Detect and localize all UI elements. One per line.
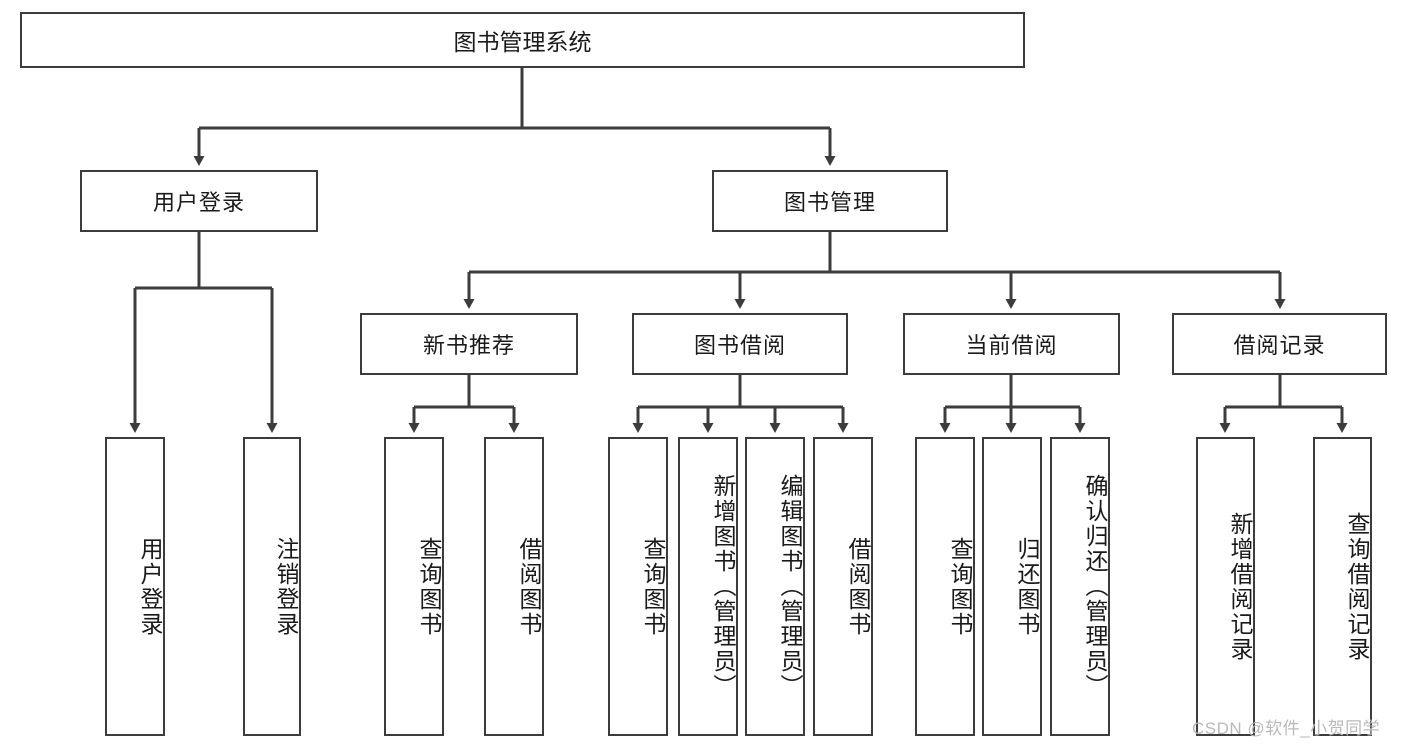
node-label: 新书推荐 xyxy=(422,333,515,358)
leaf-borrow-query-book[interactable]: 查询图书 xyxy=(608,437,668,736)
node-label: 注销登录 xyxy=(273,536,299,637)
csdn-watermark: CSDN @软件_小贺同学 xyxy=(1192,719,1381,738)
leaf-user-login-logout[interactable]: 注销登录 xyxy=(243,437,301,736)
node-label: 当前借阅 xyxy=(965,333,1058,358)
node-label: 编辑图书（管理员） xyxy=(777,474,803,699)
node-label: 查询图书 xyxy=(416,536,442,637)
node-label: 用户登录 xyxy=(152,190,245,215)
node-label: 图书借阅 xyxy=(693,333,786,358)
node-label: 借阅图书 xyxy=(845,536,871,637)
node-label: 图书管理 xyxy=(783,190,876,215)
leaf-borrow-add-book-admin[interactable]: 新增图书（管理员） xyxy=(678,437,738,736)
node-label: 新增借阅记录 xyxy=(1227,511,1253,662)
leaf-record-add-record[interactable]: 新增借阅记录 xyxy=(1196,437,1255,736)
node-label: 借阅记录 xyxy=(1233,333,1326,358)
leaf-borrow-borrow-book[interactable]: 借阅图书 xyxy=(813,437,873,736)
leaf-current-query-book[interactable]: 查询图书 xyxy=(915,437,975,736)
leaf-borrow-edit-book-admin[interactable]: 编辑图书（管理员） xyxy=(745,437,805,736)
node-label: 查询图书 xyxy=(640,536,666,637)
node-label: 查询借阅记录 xyxy=(1344,511,1370,662)
node-label: 图书管理系统 xyxy=(453,29,592,55)
leaf-current-return-book[interactable]: 归还图书 xyxy=(982,437,1042,736)
leaf-user-login-login[interactable]: 用户登录 xyxy=(105,437,165,736)
node-label: 借阅图书 xyxy=(516,536,542,637)
node-borrow-record[interactable]: 借阅记录 xyxy=(1172,313,1387,375)
node-label: 用户登录 xyxy=(137,536,163,637)
node-user-login[interactable]: 用户登录 xyxy=(80,170,318,232)
leaf-recommend-borrow-book[interactable]: 借阅图书 xyxy=(484,437,544,736)
node-new-book-recommend[interactable]: 新书推荐 xyxy=(360,313,578,375)
node-root-book-management-system[interactable]: 图书管理系统 xyxy=(20,12,1025,68)
leaf-record-query-record[interactable]: 查询借阅记录 xyxy=(1313,437,1372,736)
node-book-management[interactable]: 图书管理 xyxy=(712,170,948,232)
leaf-current-confirm-return-admin[interactable]: 确认归还（管理员） xyxy=(1050,437,1110,736)
node-label: 新增图书（管理员） xyxy=(710,474,736,699)
node-label: 确认归还（管理员） xyxy=(1082,474,1108,699)
node-label: 查询图书 xyxy=(947,536,973,637)
node-current-borrow[interactable]: 当前借阅 xyxy=(903,313,1120,375)
node-book-borrow[interactable]: 图书借阅 xyxy=(632,313,848,375)
node-label: 归还图书 xyxy=(1014,536,1040,637)
leaf-recommend-query-book[interactable]: 查询图书 xyxy=(384,437,444,736)
